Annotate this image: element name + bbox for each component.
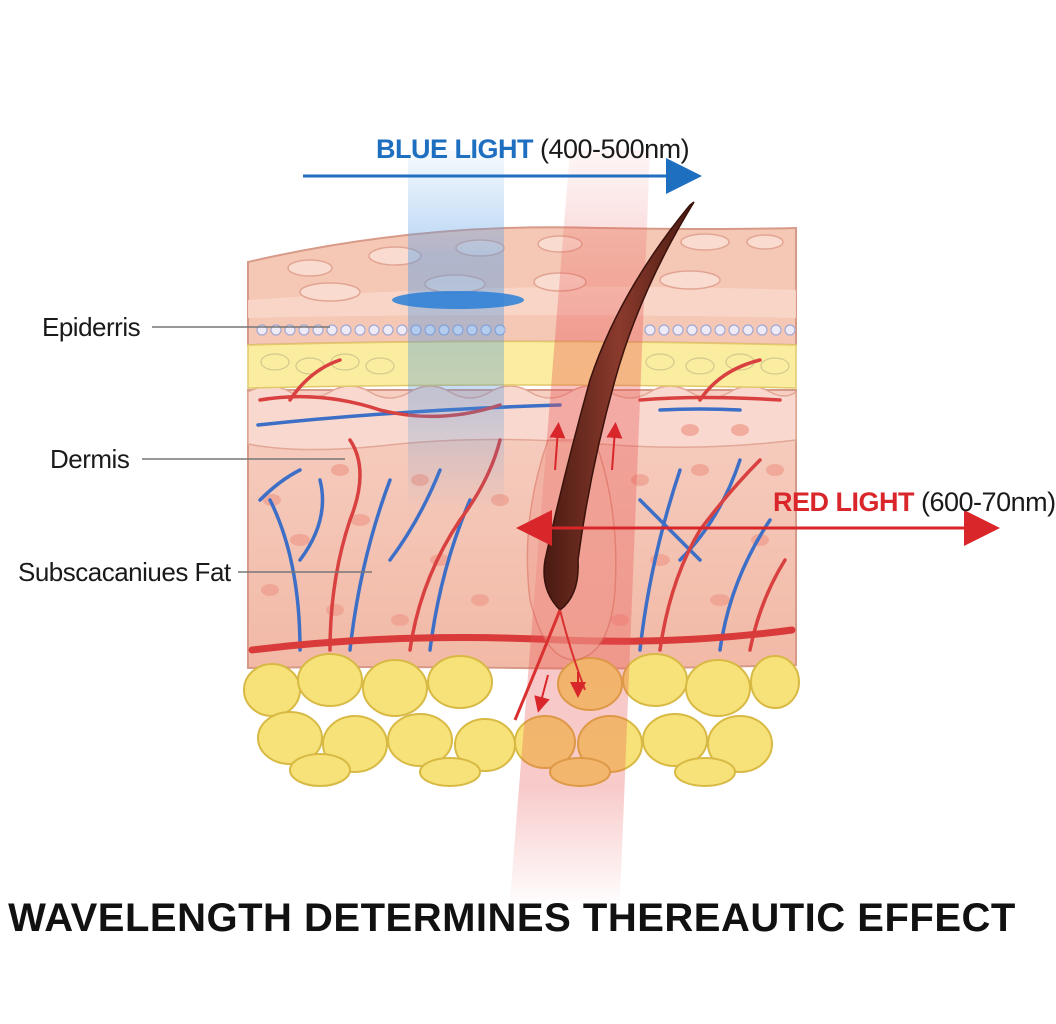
blue-light-beam [408,150,504,510]
blue-light-range: (400-500nm) [540,134,690,164]
subcutaneous-fat-label: Subscacaniues Fat [18,557,231,587]
red-light-range: (600-70nm) [921,487,1056,517]
skin-diagram [142,150,1000,900]
hair-follicle [513,201,695,721]
blue-absorption-spot [392,291,524,309]
epidermis-label: Epiderris [42,312,141,342]
red-light-name: RED LIGHT [773,487,915,517]
red-light-label: RED LIGHT (600-70nm) [773,487,1056,518]
dermis-label: Dermis [50,444,130,474]
blue-light-name: BLUE LIGHT [376,134,534,164]
blue-light-label: BLUE LIGHT (400-500nm) [376,134,690,165]
diagram-title: WAVELENGTH DETERMINES THEREAUTIC EFFECT [8,896,1016,940]
